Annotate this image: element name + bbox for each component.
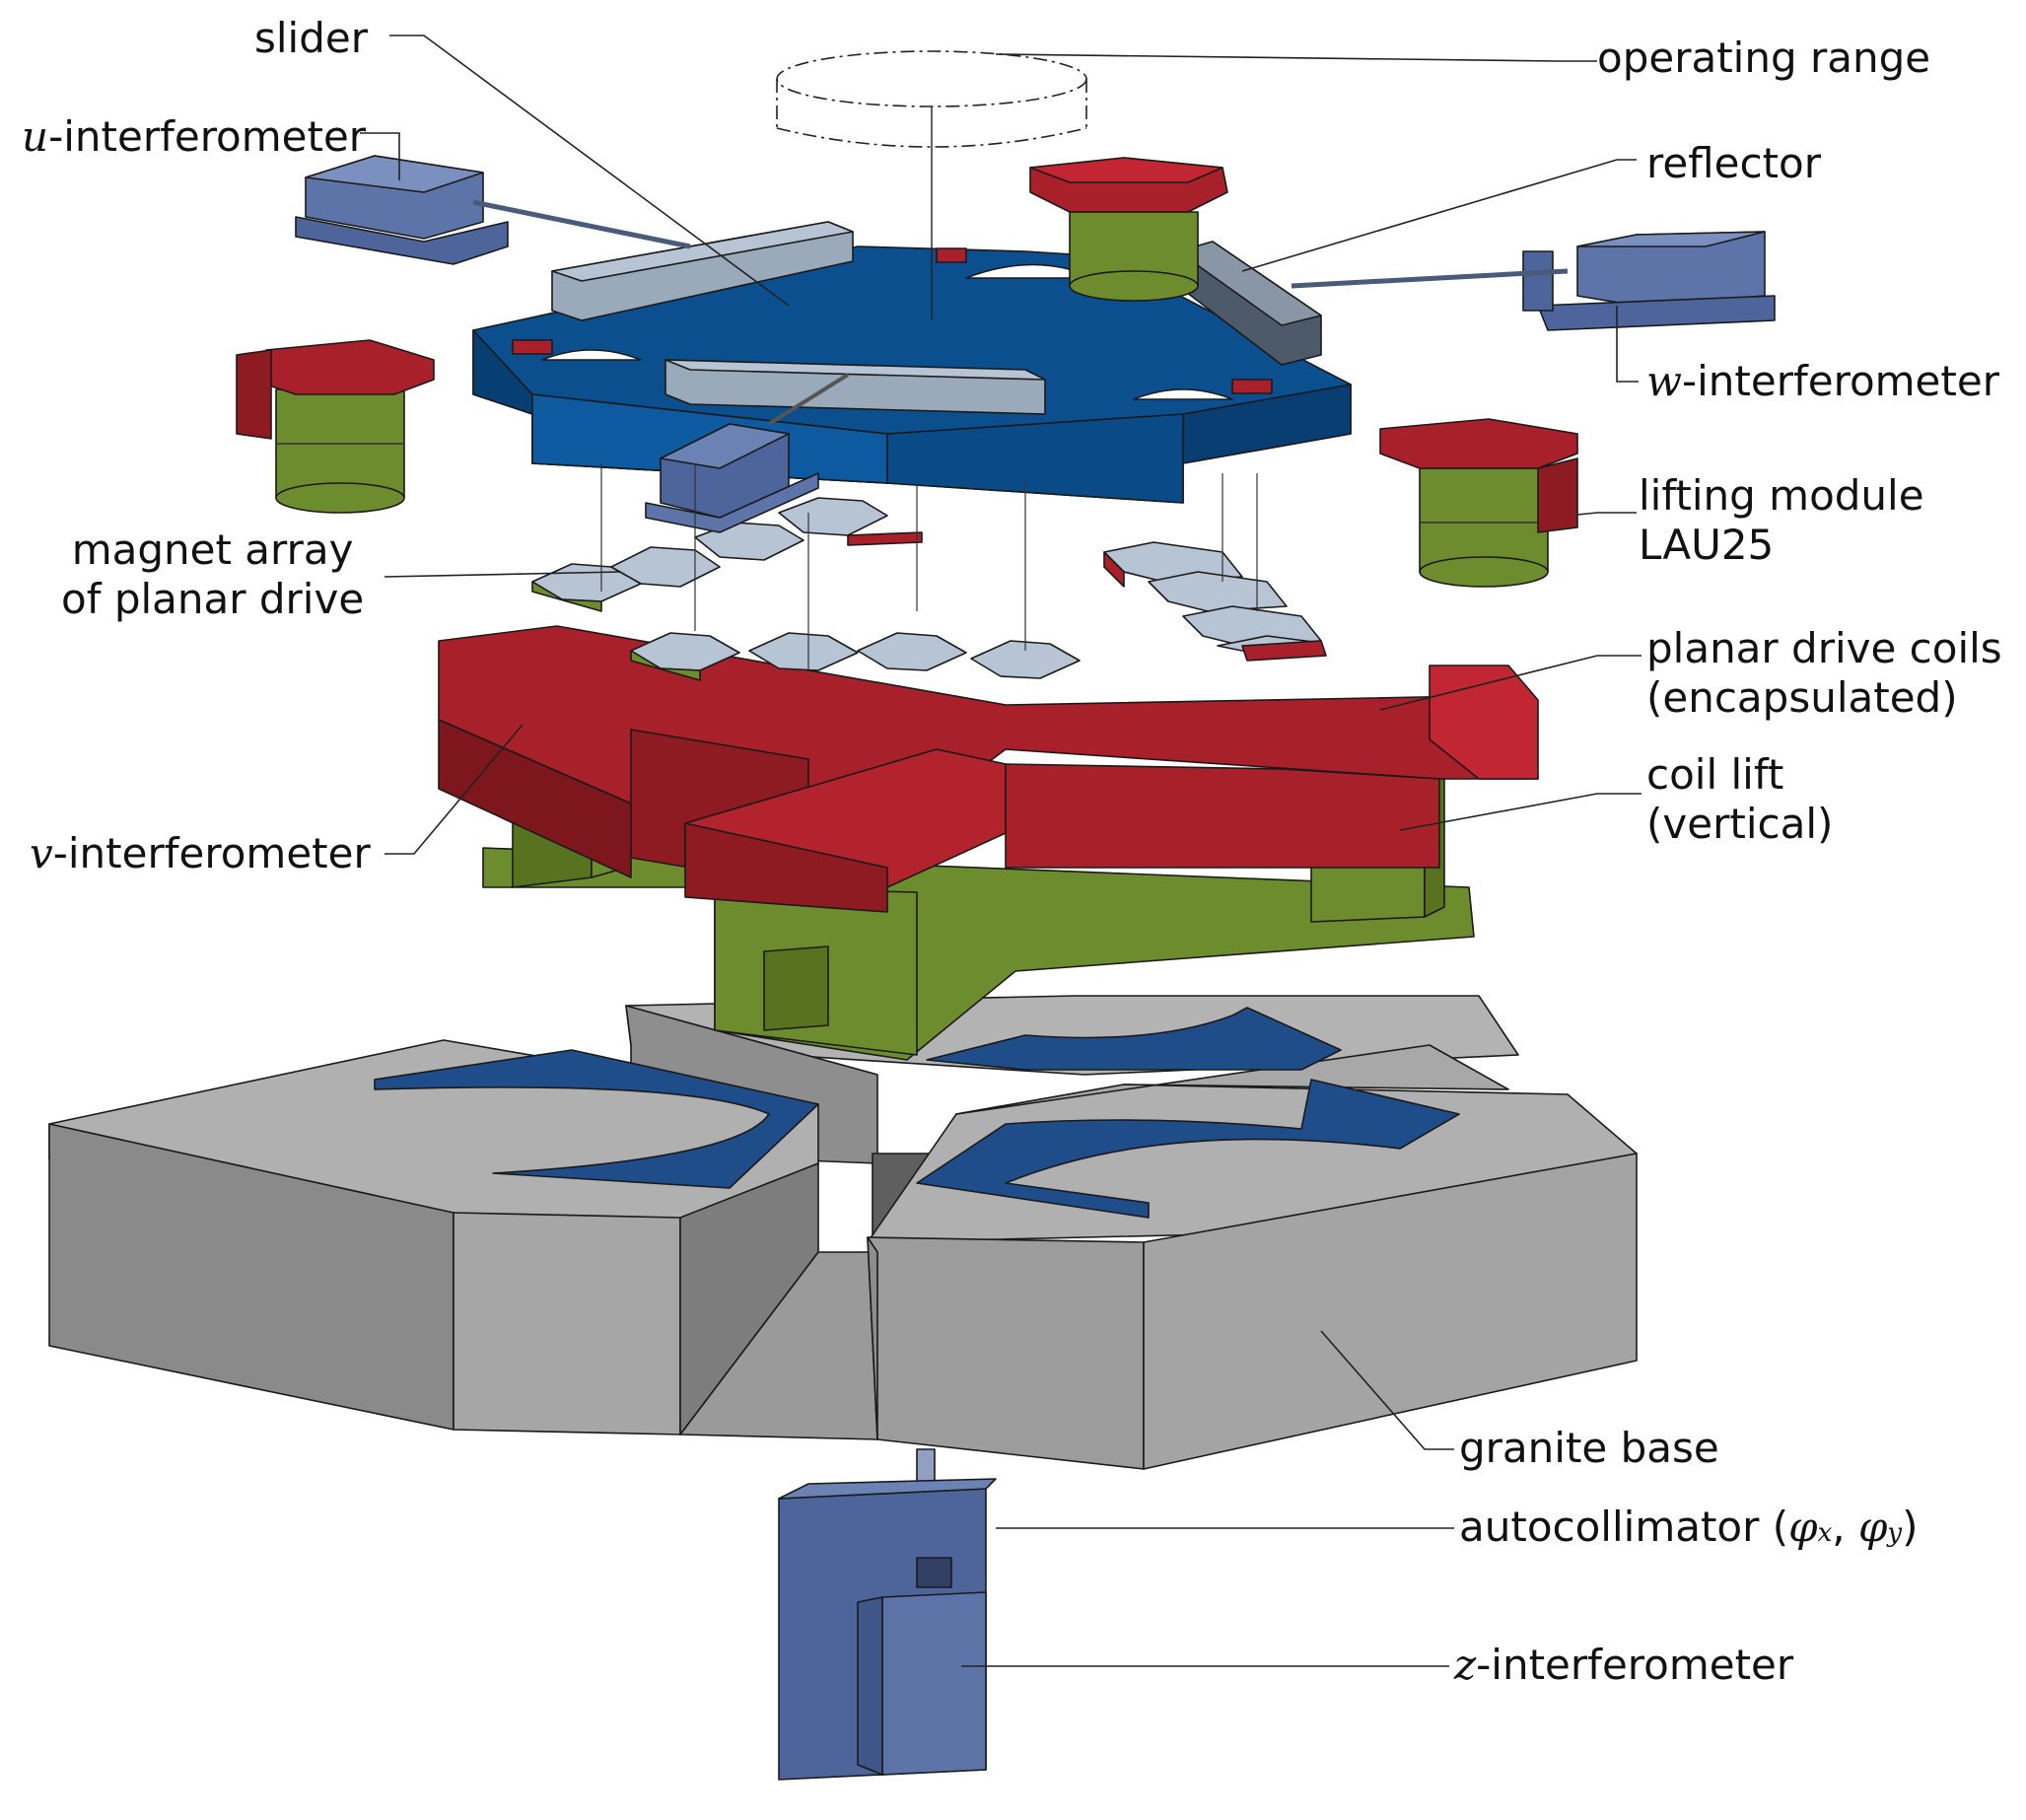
granite-base bbox=[48, 995, 1638, 1470]
label-lifting-module: lifting module LAU25 bbox=[1639, 471, 1924, 569]
label-v-interferometer: v-interferometer bbox=[30, 829, 371, 877]
u-interferometer bbox=[295, 155, 691, 265]
magnet-row-3 bbox=[1103, 541, 1327, 662]
label-u-interferometer: u-interferometer bbox=[22, 112, 367, 161]
projection-lines bbox=[600, 463, 1258, 670]
label-slider: slider bbox=[254, 14, 368, 62]
label-reflector: reflector bbox=[1646, 139, 1822, 187]
w-interferometer bbox=[1291, 231, 1776, 331]
label-autocollimator: autocollimator (φx, φy) bbox=[1459, 1503, 1919, 1551]
label-operating-range: operating range bbox=[1597, 34, 1931, 82]
planar-drive-coils bbox=[438, 625, 1539, 913]
z-interferometer-assembly bbox=[778, 1448, 997, 1781]
label-coil-lift: coil lift (vertical) bbox=[1646, 750, 1834, 848]
leader-lines bbox=[360, 35, 1642, 1667]
magnet-row-2 bbox=[630, 632, 1081, 681]
label-z-interferometer: z-interferometer bbox=[1454, 1641, 1794, 1689]
lifting-module-right bbox=[1379, 418, 1578, 588]
label-planar-drive-coils: planar drive coils (encapsulated) bbox=[1646, 624, 2002, 722]
magnet-array bbox=[531, 497, 1327, 681]
operating-range bbox=[776, 50, 1087, 320]
lifting-module-left bbox=[236, 339, 435, 514]
lifting-module-top bbox=[1029, 157, 1228, 302]
label-magnet-array: magnet array of planar drive bbox=[61, 525, 365, 623]
label-granite-base: granite base bbox=[1459, 1424, 1719, 1472]
slider bbox=[472, 221, 1352, 533]
label-w-interferometer: w-interferometer bbox=[1646, 357, 1999, 405]
